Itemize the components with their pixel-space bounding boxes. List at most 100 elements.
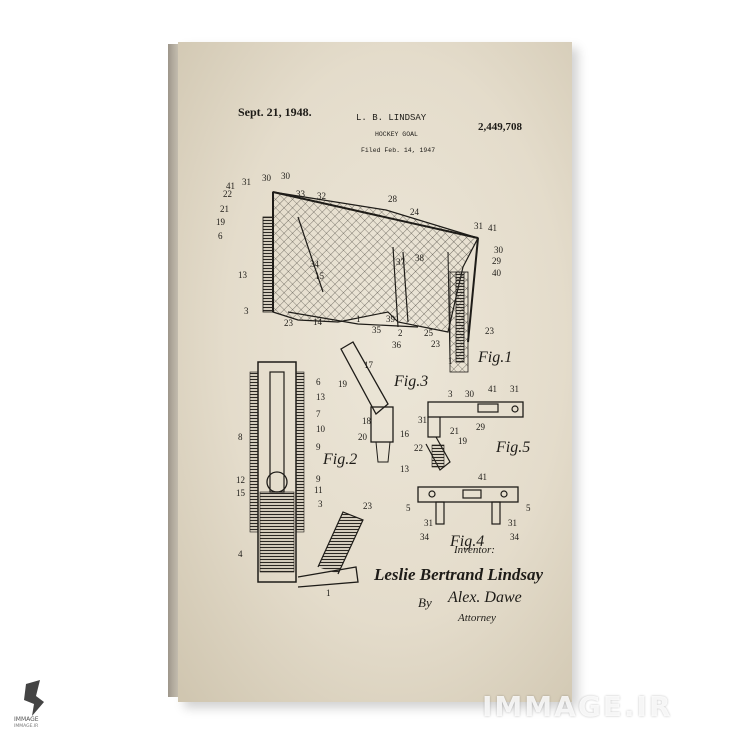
svg-text:15: 15 bbox=[236, 488, 246, 498]
svg-text:19: 19 bbox=[216, 217, 226, 227]
svg-text:23: 23 bbox=[363, 501, 373, 511]
svg-text:29: 29 bbox=[476, 422, 486, 432]
svg-text:8: 8 bbox=[238, 432, 243, 442]
patent-filed-date: Filed Feb. 14, 1947 bbox=[361, 147, 436, 154]
svg-text:23: 23 bbox=[284, 318, 294, 328]
svg-text:28: 28 bbox=[388, 194, 398, 204]
svg-text:34: 34 bbox=[420, 532, 430, 542]
svg-text:38: 38 bbox=[415, 253, 425, 263]
attorney-signature: Alex. Dawe bbox=[448, 589, 522, 606]
svg-text:4: 4 bbox=[238, 549, 243, 559]
fig5-bracket bbox=[425, 401, 524, 471]
svg-text:10: 10 bbox=[316, 424, 326, 434]
svg-text:41: 41 bbox=[226, 181, 235, 191]
logo-brand-url: IMMAGE.IR bbox=[14, 724, 39, 729]
svg-text:25: 25 bbox=[424, 328, 434, 338]
svg-text:15: 15 bbox=[315, 271, 325, 281]
svg-text:23: 23 bbox=[485, 326, 495, 336]
svg-text:41: 41 bbox=[478, 472, 487, 482]
svg-text:33: 33 bbox=[296, 189, 306, 199]
svg-text:31: 31 bbox=[508, 518, 517, 528]
svg-text:30: 30 bbox=[465, 389, 475, 399]
watermark-text: IMMAGE.IR bbox=[482, 690, 673, 723]
svg-text:20: 20 bbox=[358, 432, 368, 442]
fig3-label: Fig.3 bbox=[393, 373, 428, 390]
svg-text:13: 13 bbox=[400, 464, 410, 474]
svg-text:35: 35 bbox=[372, 325, 382, 335]
svg-text:16: 16 bbox=[400, 429, 410, 439]
patent-inventor-header: L. B. LINDSAY bbox=[356, 113, 427, 123]
svg-text:13: 13 bbox=[238, 270, 248, 280]
fig2-label: Fig.2 bbox=[322, 451, 357, 468]
inventor-label: Inventor: bbox=[454, 544, 495, 556]
svg-text:6: 6 bbox=[316, 377, 321, 387]
patent-title: HOCKEY GOAL bbox=[375, 131, 418, 138]
svg-text:24: 24 bbox=[410, 207, 420, 217]
svg-text:9: 9 bbox=[316, 442, 321, 452]
immage-logo-icon bbox=[24, 680, 44, 716]
svg-text:17: 17 bbox=[364, 360, 374, 370]
fig4-label: Fig.4 bbox=[449, 533, 484, 550]
svg-text:1: 1 bbox=[356, 314, 361, 324]
svg-text:12: 12 bbox=[236, 475, 245, 485]
svg-text:32: 32 bbox=[317, 191, 326, 201]
svg-text:1: 1 bbox=[326, 588, 331, 598]
svg-text:29: 29 bbox=[492, 256, 502, 266]
svg-text:23: 23 bbox=[431, 339, 441, 349]
svg-text:2: 2 bbox=[398, 328, 403, 338]
fig4-reference-numerals: 41 5 5 31 31 34 34 bbox=[406, 472, 531, 542]
svg-text:21: 21 bbox=[450, 426, 459, 436]
svg-text:31: 31 bbox=[424, 518, 433, 528]
fig5-label: Fig.5 bbox=[495, 439, 530, 456]
svg-text:11: 11 bbox=[314, 485, 323, 495]
svg-text:14: 14 bbox=[313, 317, 323, 327]
patent-number: 2,449,708 bbox=[478, 121, 522, 133]
attorney-label: Attorney bbox=[458, 612, 496, 624]
by-label: By bbox=[418, 595, 432, 610]
svg-text:9: 9 bbox=[316, 474, 321, 484]
svg-text:30: 30 bbox=[281, 171, 291, 181]
svg-text:37: 37 bbox=[396, 257, 406, 267]
svg-text:30: 30 bbox=[494, 245, 504, 255]
svg-text:31: 31 bbox=[242, 177, 251, 187]
svg-text:34: 34 bbox=[310, 259, 320, 269]
canvas-side-edge bbox=[168, 44, 180, 697]
patent-canvas-print: Sept. 21, 1948. L. B. LINDSAY 2,449,708 … bbox=[178, 42, 572, 702]
svg-text:40: 40 bbox=[492, 268, 502, 278]
svg-text:1: 1 bbox=[448, 356, 453, 366]
svg-text:41: 41 bbox=[488, 384, 497, 394]
fig2-post-section bbox=[249, 361, 364, 588]
svg-text:3: 3 bbox=[318, 499, 323, 509]
fig3-reference-numerals: 19 17 18 20 16 bbox=[338, 360, 410, 442]
patent-date: Sept. 21, 1948. bbox=[238, 105, 312, 119]
svg-text:31: 31 bbox=[474, 221, 483, 231]
svg-text:22: 22 bbox=[223, 189, 232, 199]
inventor-name-signature: Leslie Bertrand Lindsay bbox=[374, 565, 544, 584]
svg-text:22: 22 bbox=[414, 443, 423, 453]
fig1-hockey-goal bbox=[262, 191, 479, 373]
svg-text:5: 5 bbox=[526, 503, 531, 513]
svg-text:18: 18 bbox=[362, 416, 372, 426]
svg-text:5: 5 bbox=[406, 503, 411, 513]
svg-text:7: 7 bbox=[316, 409, 321, 419]
fig4-bar bbox=[417, 486, 519, 525]
svg-text:21: 21 bbox=[220, 204, 229, 214]
svg-text:6: 6 bbox=[218, 231, 223, 241]
svg-text:39: 39 bbox=[386, 314, 396, 324]
svg-text:31: 31 bbox=[510, 384, 519, 394]
svg-text:41: 41 bbox=[488, 223, 497, 233]
svg-text:30: 30 bbox=[262, 173, 272, 183]
svg-text:19: 19 bbox=[338, 379, 348, 389]
fig1-label: Fig.1 bbox=[477, 349, 512, 366]
svg-text:3: 3 bbox=[448, 389, 453, 399]
svg-text:31: 31 bbox=[418, 415, 427, 425]
fig3-clamp bbox=[340, 341, 394, 463]
logo-brand-name: IMMAGE bbox=[14, 716, 39, 723]
svg-text:36: 36 bbox=[392, 340, 402, 350]
svg-text:3: 3 bbox=[244, 306, 249, 316]
svg-text:34: 34 bbox=[510, 532, 520, 542]
